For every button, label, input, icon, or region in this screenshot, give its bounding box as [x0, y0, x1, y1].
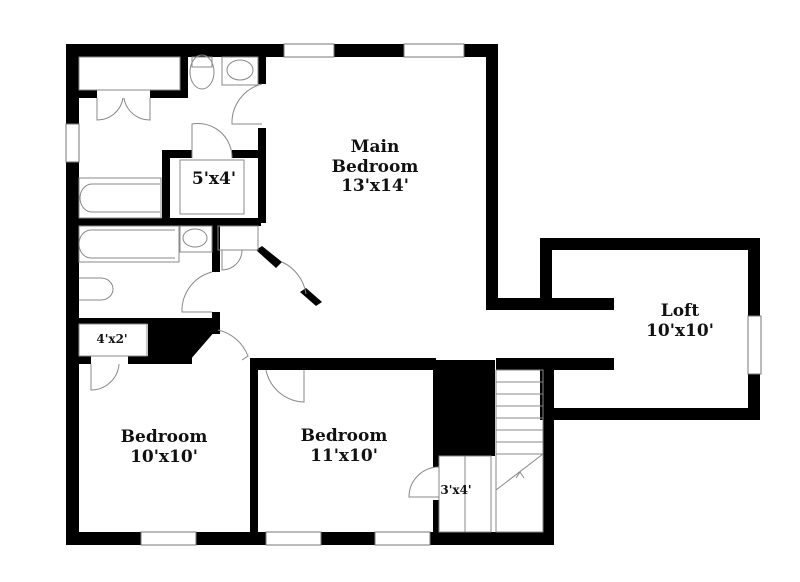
room-name: Loft [660, 301, 700, 321]
room-label-main-bedroom: Main Bedroom 13'x14' [320, 137, 430, 197]
room-size: 5'x4' [191, 169, 237, 189]
windows [65, 43, 762, 546]
room-label-hall-closet: 4'x2' [86, 332, 138, 347]
room-label-loft: Loft 10'x10' [630, 301, 730, 341]
room-label-bedroom-middle: Bedroom 11'x10' [284, 426, 404, 466]
room-label-main-closet: 5'x4' [184, 169, 244, 190]
room-name: Main [350, 137, 400, 157]
room-name: Bedroom [331, 156, 419, 177]
room-name: Bedroom [300, 426, 388, 446]
room-size: 13'x14' [341, 176, 409, 197]
room-label-bedroom-left: Bedroom 10'x10' [104, 427, 224, 467]
room-size: 4'x2' [96, 332, 128, 346]
room-size: 3'x4' [440, 483, 472, 497]
fixtures [78, 54, 544, 533]
room-size: 10'x10' [130, 446, 198, 467]
room-label-stair-closet: 3'x4' [436, 483, 476, 498]
room-size: 10'x10' [646, 320, 714, 341]
room-name: Bedroom [120, 427, 208, 447]
room-size: 11'x10' [310, 445, 378, 466]
walls [66, 44, 760, 545]
